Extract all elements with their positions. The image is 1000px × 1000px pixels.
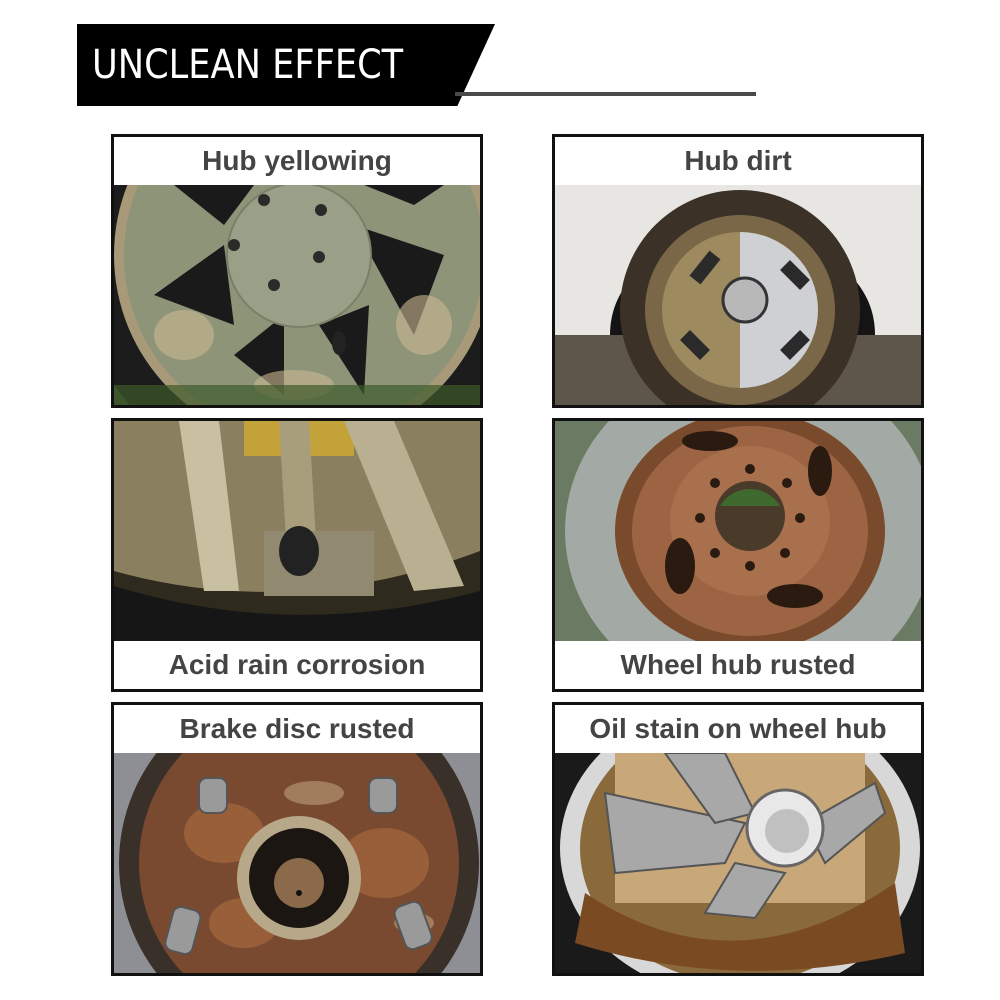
panel-hub-yellowing: Hub yellowing — [111, 134, 483, 408]
panel-label: Hub yellowing — [114, 137, 480, 185]
panel-label: Oil stain on wheel hub — [555, 705, 921, 753]
panel-brake-disc-rusted: Brake disc rusted — [111, 702, 483, 976]
rusted-steel-wheel-photo — [555, 421, 921, 641]
oil-stained-chrome-wheel-photo — [555, 753, 921, 973]
rusted-brake-disc-hub-photo — [114, 753, 480, 973]
dirty-yellowed-alloy-wheel-photo — [114, 185, 480, 405]
panel-hub-dirt: Hub dirt — [552, 134, 924, 408]
page-title: UNCLEAN EFFECT — [92, 42, 404, 88]
panel-label: Brake disc rusted — [114, 705, 480, 753]
mud-covered-wheel-half-cleaned-photo — [555, 185, 921, 405]
panel-wheel-hub-rusted: Wheel hub rusted — [552, 418, 924, 692]
panel-label: Wheel hub rusted — [555, 641, 921, 689]
corroded-alloy-wheel-closeup-photo — [114, 421, 480, 641]
panel-label: Hub dirt — [555, 137, 921, 185]
panel-oil-stain-on-wheel-hub: Oil stain on wheel hub — [552, 702, 924, 976]
title-underline-rule — [455, 92, 756, 96]
panel-acid-rain-corrosion: Acid rain corrosion — [111, 418, 483, 692]
title-banner — [77, 24, 495, 106]
panel-label: Acid rain corrosion — [114, 641, 480, 689]
